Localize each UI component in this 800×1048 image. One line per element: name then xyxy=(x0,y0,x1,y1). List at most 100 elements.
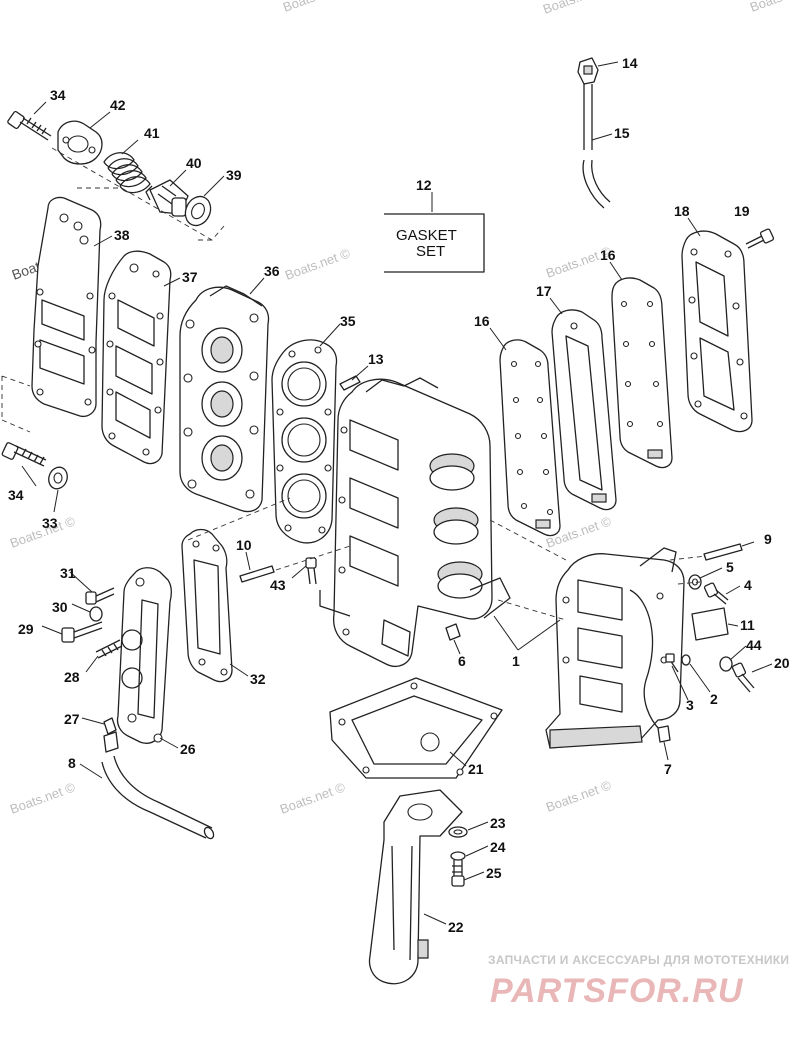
callout-24: 24 xyxy=(490,839,506,855)
seal-39 xyxy=(184,195,212,227)
callout-16: 16 xyxy=(600,247,616,263)
gasket-set-line2: SET xyxy=(416,243,445,260)
thermostat-40 xyxy=(145,179,189,217)
plate-11 xyxy=(691,607,729,641)
callout-14: 14 xyxy=(622,55,638,71)
callout-37: 37 xyxy=(182,269,198,285)
callout-41: 41 xyxy=(144,125,160,141)
watermark: Boats.net © xyxy=(281,0,351,15)
bolt-20 xyxy=(731,662,755,693)
bolt-34-lower xyxy=(1,442,47,467)
spring-41 xyxy=(103,152,151,194)
screw-3 xyxy=(665,653,679,673)
screw-4 xyxy=(703,582,729,605)
watermark: Boats.net © xyxy=(278,779,348,817)
callout-21: 21 xyxy=(468,761,484,777)
callout-7: 7 xyxy=(664,761,672,777)
bolt-19 xyxy=(745,228,775,249)
callout-34: 34 xyxy=(8,487,24,503)
callout-6: 6 xyxy=(458,653,466,669)
gasket-16-b xyxy=(611,277,673,469)
callout-9: 9 xyxy=(764,531,772,547)
watermark: Boats.net © xyxy=(541,0,611,17)
callout-29: 29 xyxy=(18,621,34,637)
callout-33: 33 xyxy=(42,515,58,531)
gasket-16-a xyxy=(499,339,561,537)
callout-30: 30 xyxy=(52,599,68,615)
callout-18: 18 xyxy=(674,203,690,219)
bolt-34-top xyxy=(7,110,52,141)
head-gasket-35 xyxy=(271,339,338,544)
cylinder-block xyxy=(319,377,511,667)
callout-23: 23 xyxy=(490,815,506,831)
washer-23 xyxy=(448,826,468,838)
cover-38 xyxy=(31,196,102,418)
gasket-32 xyxy=(181,528,233,683)
plug-7 xyxy=(657,725,671,743)
callout-8: 8 xyxy=(68,755,76,771)
crankcase-1 xyxy=(545,547,685,749)
washer-5 xyxy=(688,574,702,590)
hose-8 xyxy=(101,755,215,840)
callout-15: 15 xyxy=(614,125,630,141)
callout-38: 38 xyxy=(114,227,130,243)
bypass-cover-26 xyxy=(116,567,172,744)
callout-31: 31 xyxy=(60,565,76,581)
dowel-pin-13 xyxy=(339,375,361,391)
leader-lines xyxy=(21,61,773,925)
callout-26: 26 xyxy=(180,741,196,757)
callout-1: 1 xyxy=(512,653,520,669)
gasket-21 xyxy=(329,677,503,779)
bolt-29 xyxy=(61,621,103,643)
callout-42: 42 xyxy=(110,97,126,113)
callout-22: 22 xyxy=(448,919,464,935)
callout-12: 12 xyxy=(416,177,432,193)
washer-44 xyxy=(719,656,733,672)
callout-19: 19 xyxy=(734,203,750,219)
washer-2 xyxy=(681,654,691,666)
washer-33 xyxy=(48,466,68,490)
stud-10 xyxy=(239,565,275,583)
callout-32: 32 xyxy=(250,671,266,687)
brand-footer: ЗАПЧАСТИ И АКСЕССУАРЫ ДЛЯ МОТОТЕХНИКИ PA… xyxy=(488,953,789,1010)
gasket-17 xyxy=(551,309,617,511)
hose-15 xyxy=(582,84,611,209)
callout-2: 2 xyxy=(710,691,718,707)
callout-17: 17 xyxy=(536,283,552,299)
washer-24 xyxy=(450,851,466,861)
fitting-27 xyxy=(103,717,119,753)
bolt-25 xyxy=(451,860,465,887)
callout-34: 34 xyxy=(50,87,66,103)
stud-9 xyxy=(703,543,743,561)
exhaust-tube-22 xyxy=(368,789,463,985)
callout-4: 4 xyxy=(744,577,752,593)
watermark: Boats.net © xyxy=(283,245,353,283)
callout-36: 36 xyxy=(264,263,280,279)
gasket-set-box: GASKET SET xyxy=(384,213,485,273)
callout-25: 25 xyxy=(486,865,502,881)
bolt-31 xyxy=(85,587,115,605)
callout-28: 28 xyxy=(64,669,80,685)
callout-11: 11 xyxy=(740,617,755,633)
watermark: Boats.net © xyxy=(8,779,78,817)
washer-30 xyxy=(89,606,103,622)
dowel-6 xyxy=(445,623,461,641)
callout-27: 27 xyxy=(64,711,80,727)
gasket-set-line1: GASKET xyxy=(396,227,457,244)
hose-fitting-14 xyxy=(577,57,599,85)
brand-logo: PARTSFOR.RU xyxy=(490,972,744,1010)
callout-5: 5 xyxy=(726,559,734,575)
screw-28 xyxy=(95,639,123,659)
callout-39: 39 xyxy=(226,167,242,183)
thermostat-group xyxy=(7,110,225,241)
callout-40: 40 xyxy=(186,155,202,171)
callout-16: 16 xyxy=(474,313,490,329)
callout-20: 20 xyxy=(774,655,790,671)
assembly-lines xyxy=(187,497,707,621)
callout-3: 3 xyxy=(686,697,694,713)
cylinder-head-36 xyxy=(179,285,270,513)
cover-18 xyxy=(681,230,753,433)
brand-tagline: ЗАПЧАСТИ И АКСЕССУАРЫ ДЛЯ МОТОТЕХНИКИ xyxy=(488,953,789,967)
watermark: Boats.net © xyxy=(748,0,800,15)
